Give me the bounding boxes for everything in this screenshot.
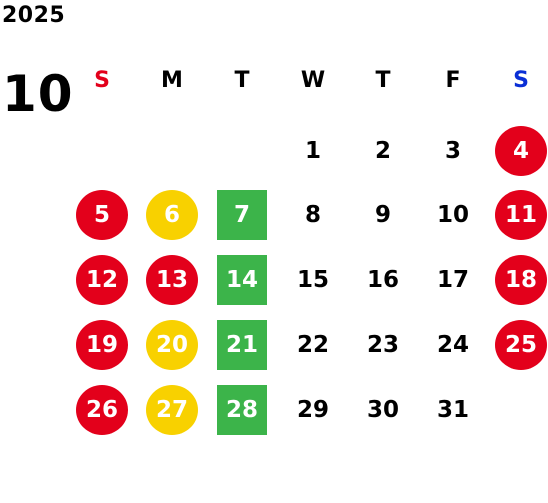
day-cell: 23 — [366, 332, 399, 358]
day-cell: 26 — [76, 385, 128, 435]
day-cell: 22 — [296, 332, 329, 358]
day-cell: 14 — [217, 255, 267, 305]
day-cell: 7 — [217, 190, 267, 240]
day-cell: 24 — [436, 332, 469, 358]
day-cell: 13 — [146, 255, 198, 305]
day-cell: 20 — [146, 320, 198, 370]
day-cell: 5 — [76, 190, 128, 240]
weekday-header-saturday: S — [513, 68, 529, 93]
day-cell: 12 — [76, 255, 128, 305]
day-cell: 15 — [296, 267, 329, 293]
day-cell: 19 — [76, 320, 128, 370]
day-cell: 10 — [436, 202, 469, 228]
weekday-header-monday: M — [161, 68, 183, 93]
year-label: 2025 — [2, 3, 66, 28]
weekday-header-tuesday: T — [234, 68, 250, 93]
weekday-header-wednesday: W — [300, 68, 326, 93]
weekday-header-friday: F — [445, 68, 461, 93]
day-cell: 18 — [495, 255, 547, 305]
day-cell: 16 — [366, 267, 399, 293]
weekday-header-thursday: T — [375, 68, 391, 93]
day-cell: 8 — [304, 202, 321, 228]
day-cell: 17 — [436, 267, 469, 293]
day-cell: 4 — [495, 126, 547, 176]
day-cell: 21 — [217, 320, 267, 370]
day-cell: 28 — [217, 385, 267, 435]
day-cell: 2 — [374, 138, 391, 164]
day-cell: 30 — [366, 397, 399, 423]
day-cell: 9 — [374, 202, 391, 228]
day-cell: 6 — [146, 190, 198, 240]
day-cell: 25 — [495, 320, 547, 370]
day-cell: 27 — [146, 385, 198, 435]
weekday-header-sunday: S — [94, 68, 110, 93]
day-cell: 29 — [296, 397, 329, 423]
day-cell: 31 — [436, 397, 469, 423]
month-number: 10 — [2, 65, 74, 123]
day-cell: 3 — [444, 138, 461, 164]
day-cell: 1 — [304, 138, 321, 164]
day-cell: 11 — [495, 190, 547, 240]
